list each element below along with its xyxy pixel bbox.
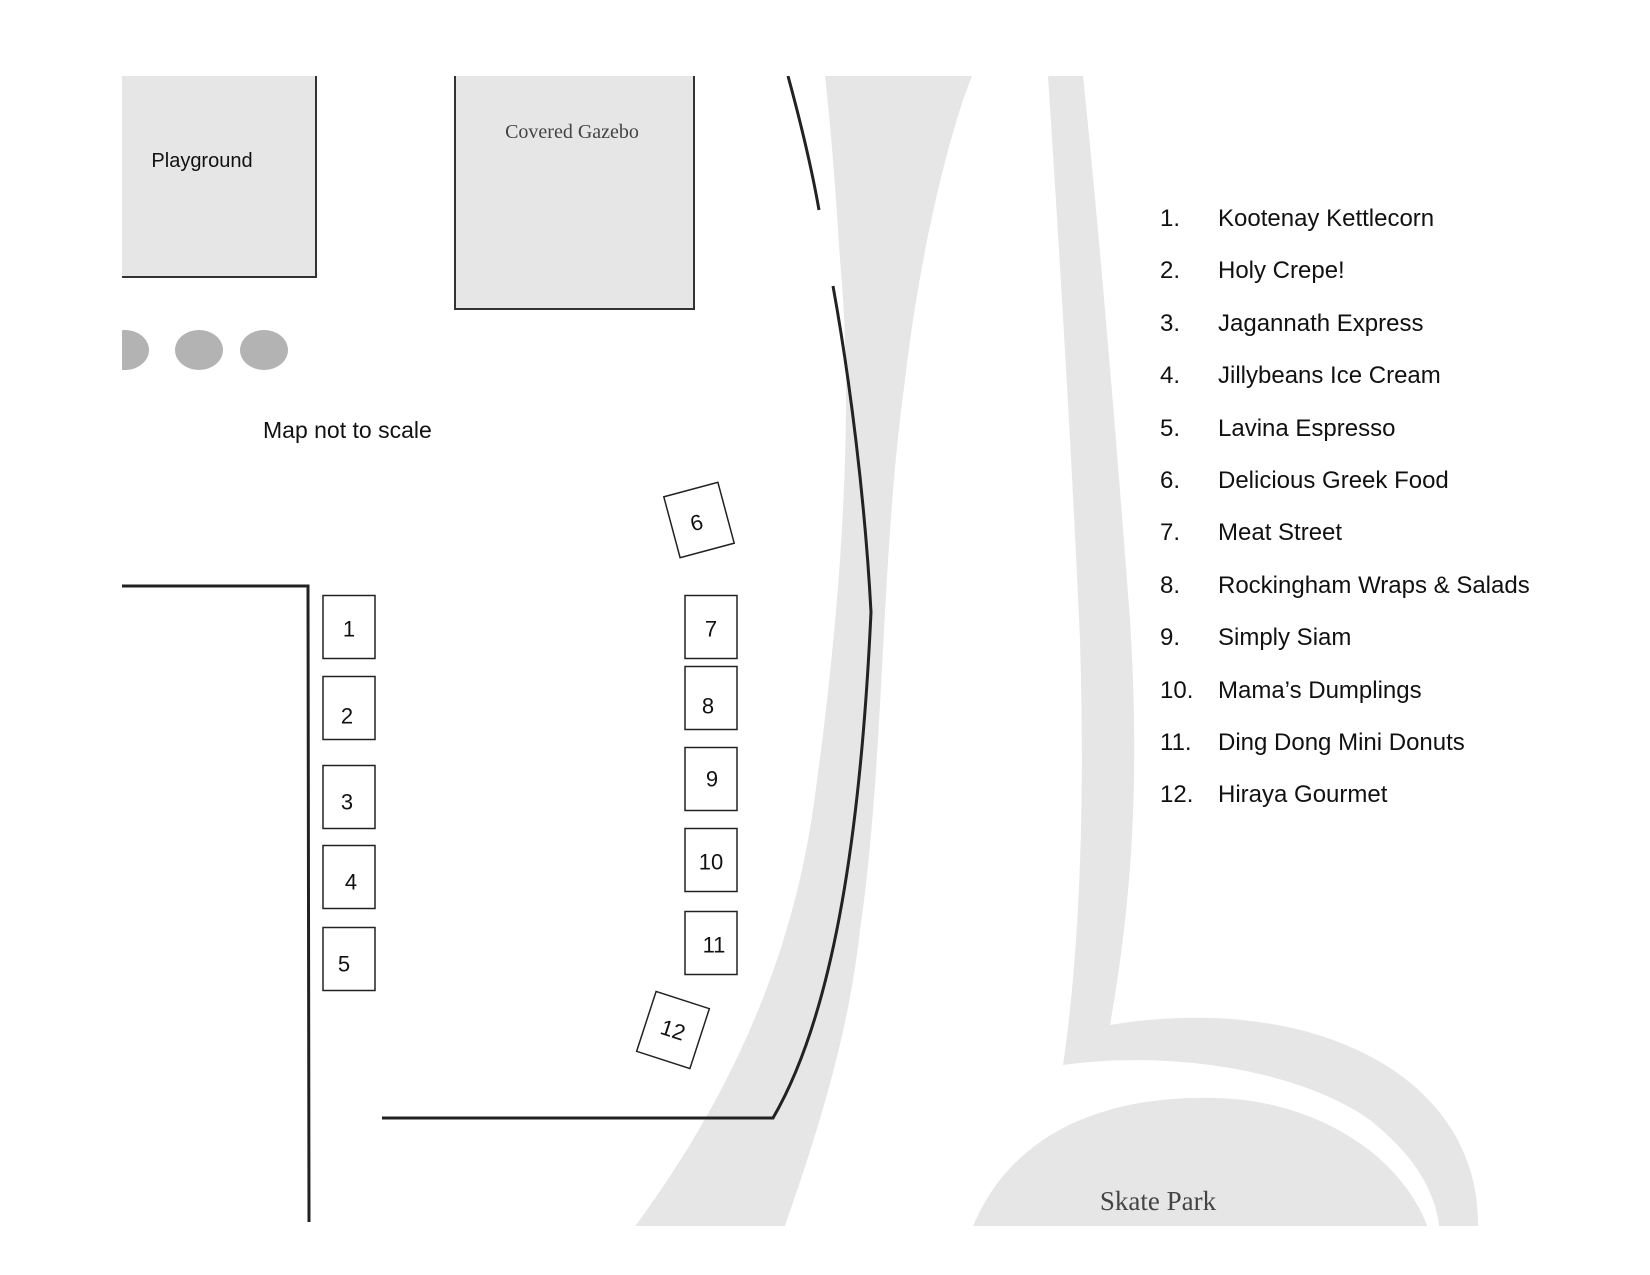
- legend-vendor-name: Holy Crepe!: [1218, 257, 1345, 285]
- left-wall: [122, 584, 311, 1223]
- legend-number: 6.: [1160, 466, 1181, 494]
- booth-6: 6: [662, 481, 736, 559]
- playground: Playground: [122, 76, 317, 278]
- legend-item: 12. Hiraya Gourmet: [1160, 781, 1630, 833]
- legend-number: 9.: [1160, 624, 1181, 652]
- vendor-legend: 1. Kootenay Kettlecorn 2. Holy Crepe! 3. Ja…: [1160, 205, 1630, 834]
- legend-vendor-name: Kootenay Kettlecorn: [1218, 205, 1435, 232]
- booth-8: 8: [684, 665, 738, 731]
- legend-number: 1.: [1160, 205, 1181, 232]
- covered-gazebo-label: Covered Gazebo: [505, 121, 639, 143]
- booth-1-number: 1: [343, 617, 355, 642]
- playground-label: Playground: [151, 150, 252, 172]
- legend-number: 3.: [1160, 309, 1181, 337]
- walking-path: [635, 76, 972, 1226]
- booth-5-number: 5: [338, 952, 350, 977]
- booth-7: 7: [684, 594, 738, 660]
- booth-2: 2: [322, 675, 376, 741]
- legend-item: 6. Delicious Greek Food: [1160, 467, 1630, 519]
- area-boundary-top: [786, 76, 821, 211]
- legend-item: 1. Kootenay Kettlecorn: [1160, 205, 1630, 257]
- legend-vendor-name: Ding Dong Mini Donuts: [1218, 728, 1465, 756]
- booth-2-number: 2: [341, 704, 353, 729]
- legend-item: 4. Jillybeans Ice Cream: [1160, 362, 1630, 414]
- booth-4: 4: [322, 844, 376, 910]
- booth-5: 5: [322, 926, 376, 992]
- covered-gazebo: Covered Gazebo: [454, 76, 695, 310]
- area-boundary: [382, 285, 873, 1120]
- booth-9-number: 9: [706, 767, 718, 792]
- legend-vendor-name: Mama’s Dumplings: [1218, 676, 1422, 704]
- legend-item: 2. Holy Crepe!: [1160, 257, 1630, 309]
- legend-vendor-name: Lavina Espresso: [1218, 414, 1396, 442]
- legend-number: 5.: [1160, 414, 1181, 442]
- legend-vendor-name: Jillybeans Ice Cream: [1218, 362, 1441, 390]
- legend-number: 10.: [1160, 676, 1194, 704]
- booth-1: 1: [322, 594, 376, 660]
- skate-park-label: Skate Park: [1100, 1186, 1217, 1216]
- booth-10: 10: [684, 827, 738, 893]
- legend-number: 12.: [1160, 781, 1194, 809]
- legend-number: 7.: [1160, 519, 1181, 547]
- legend-item: 8. Rockingham Wraps & Salads: [1160, 572, 1630, 624]
- legend-item: 9. Simply Siam: [1160, 624, 1630, 676]
- booth-11: 11: [684, 910, 738, 976]
- legend-item: 7. Meat Street: [1160, 519, 1630, 571]
- booth-3: 3: [322, 764, 376, 830]
- legend-number: 11.: [1160, 728, 1192, 756]
- legend-item: 5. Lavina Espresso: [1160, 415, 1630, 467]
- bench: [122, 330, 149, 370]
- map-scale-note: Map not to scale: [263, 417, 432, 443]
- legend-item: 3. Jagannath Express: [1160, 310, 1630, 362]
- skate-park-path: [1048, 76, 1479, 1226]
- legend-item: 11. Ding Dong Mini Donuts: [1160, 729, 1630, 781]
- skate-park-area: [973, 1097, 1428, 1226]
- booth-7-number: 7: [705, 617, 717, 642]
- legend-vendor-name: Jagannath Express: [1218, 309, 1424, 337]
- legend-number: 4.: [1160, 362, 1181, 390]
- legend-vendor-name: Hiraya Gourmet: [1218, 781, 1388, 809]
- booth-3-number: 3: [341, 790, 353, 815]
- booth-4-number: 4: [345, 870, 357, 895]
- legend-vendor-name: Simply Siam: [1218, 624, 1352, 652]
- legend-vendor-name: Delicious Greek Food: [1218, 466, 1449, 494]
- bench: [175, 330, 223, 370]
- booth-9: 9: [684, 746, 738, 812]
- booth-11-number: 11: [703, 933, 726, 958]
- booth-8-number: 8: [702, 694, 714, 719]
- booth-10-number: 10: [699, 850, 723, 875]
- bench: [240, 330, 288, 370]
- legend-vendor-name: Rockingham Wraps & Salads: [1218, 571, 1530, 599]
- benches: [122, 330, 288, 370]
- legend-number: 2.: [1160, 257, 1181, 285]
- legend-item: 10. Mama’s Dumplings: [1160, 677, 1630, 729]
- booth-12: 12: [635, 990, 711, 1070]
- legend-vendor-name: Meat Street: [1218, 519, 1343, 547]
- legend-number: 8.: [1160, 571, 1181, 599]
